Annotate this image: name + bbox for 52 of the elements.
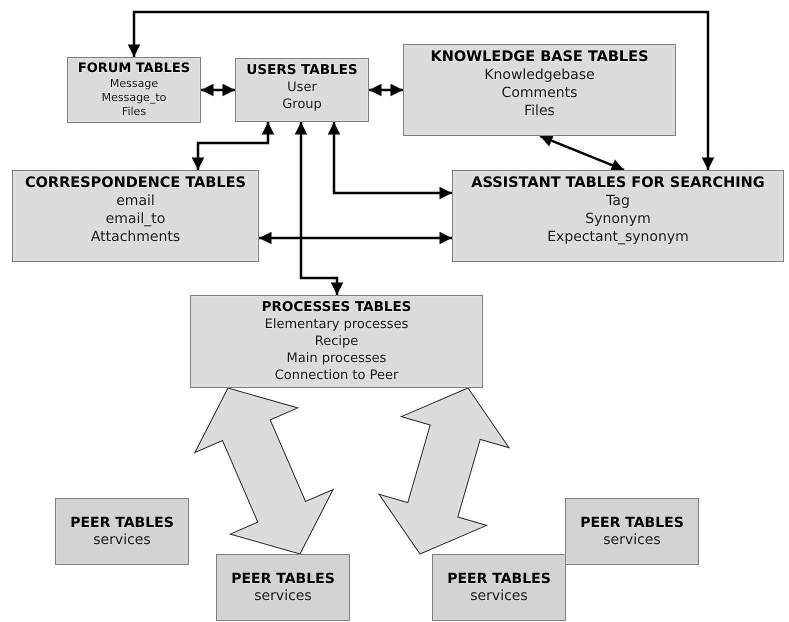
group-heading: FORUM TABLES: [78, 61, 190, 77]
table-name: services: [254, 588, 312, 604]
group-heading: ASSISTANT TABLES FOR SEARCHING: [471, 174, 765, 192]
group-heading: PEER TABLES: [231, 570, 335, 588]
group-heading: PEER TABLES: [447, 570, 551, 588]
table-name: Knowledgebase: [484, 66, 595, 84]
table-group-box: [55, 498, 189, 565]
table-name: Files: [122, 105, 146, 119]
table-name: Expectant_synonym: [547, 228, 689, 246]
table-name: Tag: [606, 192, 630, 210]
table-name: Connection to Peer: [274, 367, 398, 384]
connector-arrow: [192, 122, 274, 170]
connector-arrow: [328, 122, 452, 200]
table-group-box: [432, 554, 566, 621]
table-name: Synonym: [585, 210, 651, 228]
table-group-box: [12, 170, 259, 262]
table-name: Attachments: [90, 228, 180, 246]
table-name: Comments: [502, 84, 578, 102]
table-name: services: [603, 532, 661, 548]
table-group-box: [67, 57, 201, 123]
table-name: services: [93, 532, 151, 548]
table-name: services: [470, 588, 528, 604]
table-group-box: [565, 498, 699, 565]
table-group-box: [452, 170, 784, 262]
table-group-box: [190, 295, 483, 388]
table-group-box: [216, 554, 350, 621]
table-name: Elementary processes: [264, 316, 408, 333]
table-name: Message_to: [102, 91, 166, 105]
table-name: Group: [282, 96, 322, 113]
table-name: email: [116, 192, 155, 210]
connector-arrow: [294, 122, 344, 295]
group-heading: PEER TABLES: [70, 514, 174, 532]
table-group-box: [235, 58, 369, 122]
group-heading: USERS TABLES: [246, 62, 358, 79]
group-heading: PROCESSES TABLES: [262, 299, 412, 316]
table-name: email_to: [106, 210, 166, 228]
table-name: Main processes: [286, 350, 386, 367]
connector-arrow: [128, 10, 714, 170]
table-name: Recipe: [314, 333, 358, 350]
connector-arrow: [540, 134, 624, 172]
connector-arrow: [259, 232, 452, 244]
group-heading: PEER TABLES: [580, 514, 684, 532]
connector-arrow: [201, 84, 235, 96]
block-arrow: [378, 387, 510, 555]
table-name: Message: [110, 77, 158, 91]
group-heading: CORRESPONDENCE TABLES: [24, 174, 246, 192]
connector-arrow: [369, 84, 403, 96]
block-arrow: [194, 387, 334, 555]
table-name: User: [287, 79, 317, 96]
table-name: Files: [524, 102, 555, 120]
table-group-box: [403, 44, 676, 136]
group-heading: KNOWLEDGE BASE TABLES: [430, 48, 649, 66]
